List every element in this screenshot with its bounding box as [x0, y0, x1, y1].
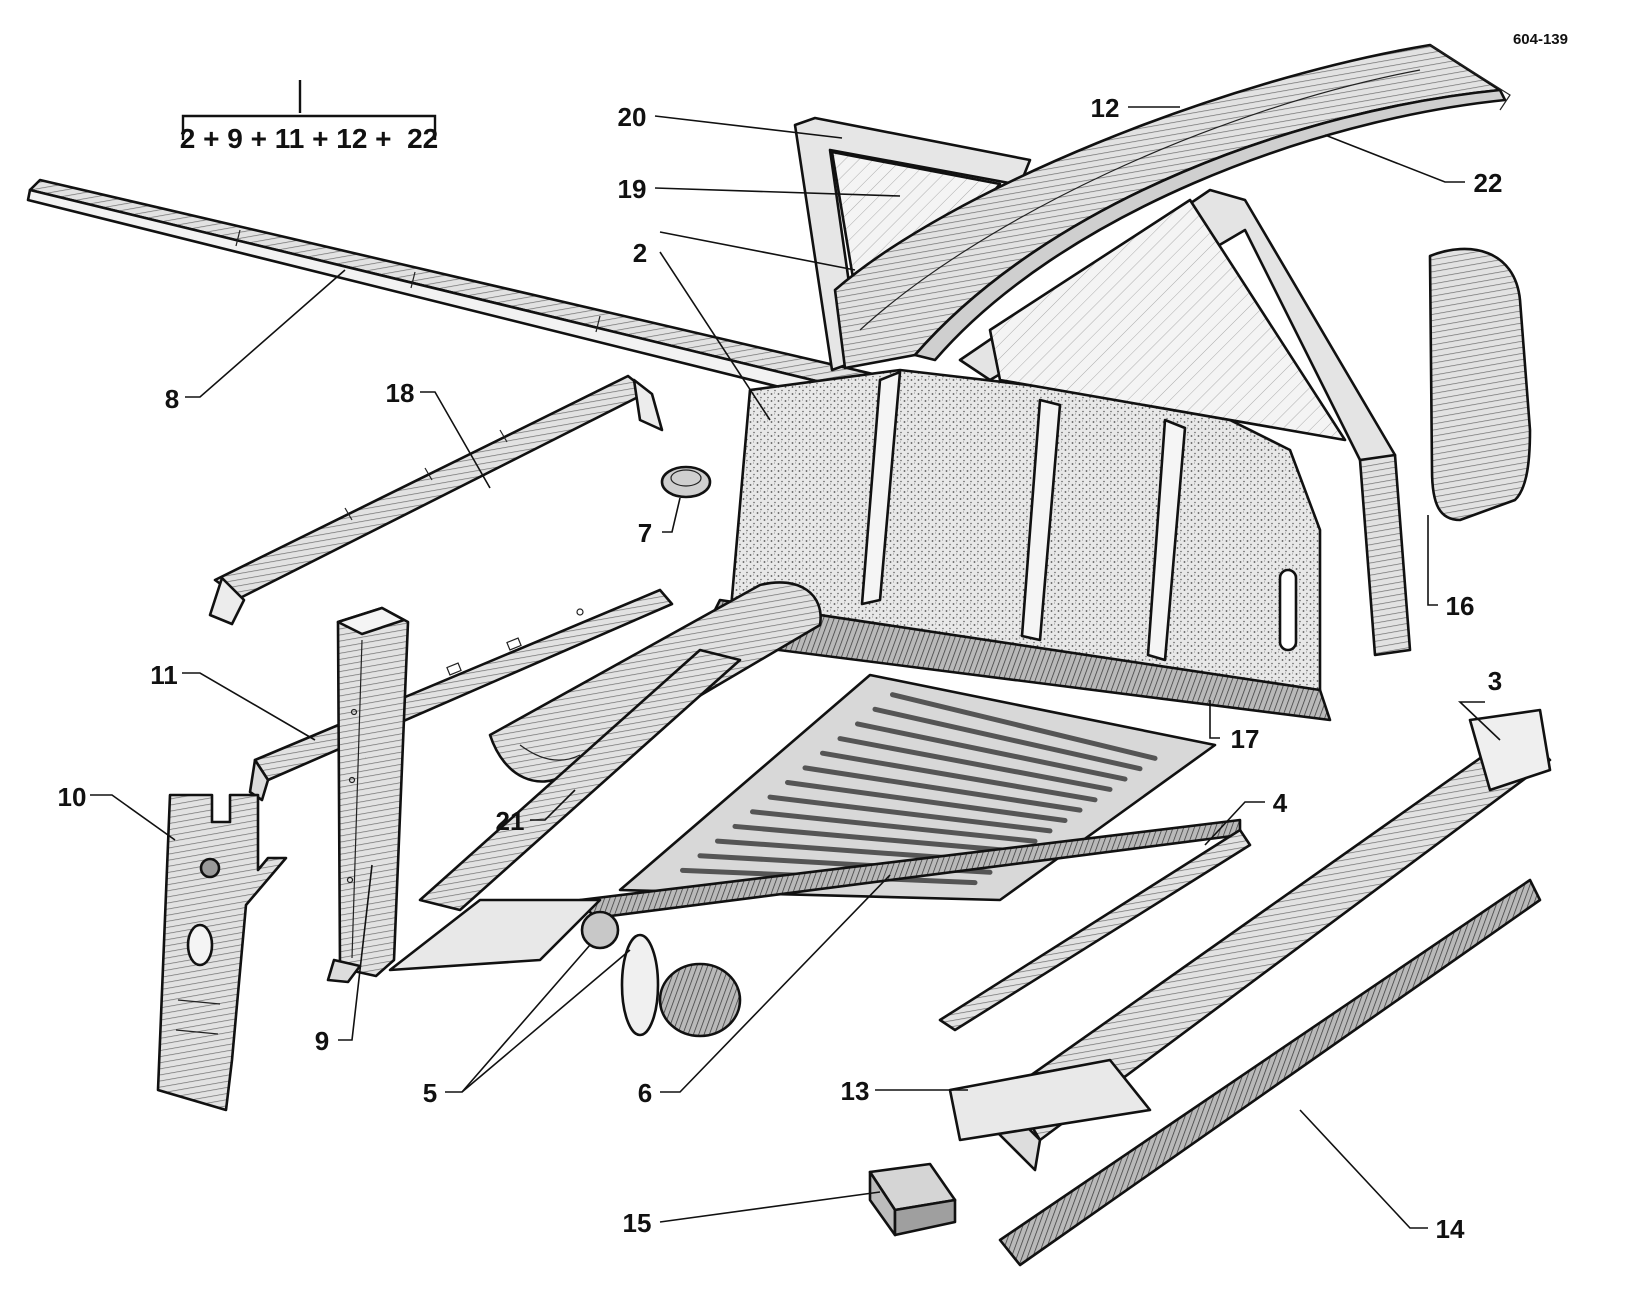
rear-floor-frame [388, 648, 1252, 1038]
part-15-plug [868, 1162, 957, 1237]
callout-4: 4 [1273, 788, 1288, 818]
callout-16: 16 [1446, 591, 1475, 621]
group-formula: 2 + 9 + 11 + 12 + 22 [180, 123, 438, 154]
callout-9: 9 [315, 1026, 329, 1056]
part-13-sill-end [948, 1058, 1152, 1142]
callout-8: 8 [165, 384, 179, 414]
floor-pan-rib [872, 706, 1143, 772]
callout-6: 6 [638, 1078, 652, 1108]
part-21-tunnel-cover [488, 581, 822, 783]
callout-7: 7 [638, 518, 652, 548]
part-3-side-sill [948, 708, 1552, 1172]
part-side-quarter-glass [958, 188, 1412, 657]
figure-reference-code: 604-139 [1513, 31, 1568, 48]
part-9-pillar [326, 606, 410, 984]
part-7-grommet-center [670, 469, 702, 487]
part-7-grommet [660, 465, 712, 499]
callout-19: 19 [618, 174, 647, 204]
callout-20: 20 [618, 102, 647, 132]
part-8-rail [26, 178, 892, 412]
floor-pan-rib [785, 780, 1068, 823]
floor-pan-rib [837, 736, 1113, 792]
floor-pan-rib [802, 765, 1083, 813]
callout-3: 3 [1488, 666, 1502, 696]
part-16-trim-panel [1428, 247, 1532, 522]
floor-pan-rib [767, 794, 1053, 834]
group-bracket-bar [181, 114, 437, 140]
group-bracket: 1 2 + 9 + 11 + 12 + 22 [180, 80, 438, 154]
callout-13: 13 [841, 1076, 870, 1106]
callout-21: 21 [496, 806, 525, 836]
callout-14: 14 [1436, 1214, 1465, 1244]
floor-pan-rib [890, 692, 1158, 761]
callout-2: 2 [633, 238, 647, 268]
part-22-roof-rail [913, 88, 1507, 362]
floor-pan-rib [750, 809, 1038, 844]
part-10-bracket-panel [156, 793, 288, 1112]
part-14-sill-cover [998, 878, 1542, 1267]
part-12-roof [833, 43, 1511, 370]
callout-11: 11 [150, 660, 178, 690]
callout-22: 22 [1474, 168, 1503, 198]
callout-15: 15 [623, 1208, 652, 1238]
callout-12: 12 [1091, 93, 1120, 123]
leader-lines [90, 106, 1501, 1229]
callout-17: 17 [1231, 724, 1260, 754]
part-2-rear-panel [698, 368, 1332, 722]
callout-18: 18 [386, 378, 415, 408]
callout-labels: 2 3 4 5 6 7 8 9 10 11 12 13 14 15 16 17 … [58, 93, 1503, 1244]
part-18-cross-member [208, 374, 664, 626]
callout-5: 5 [423, 1078, 437, 1108]
callout-10: 10 [58, 782, 87, 812]
floor-pan-rib [855, 721, 1128, 782]
floor-pan-rib [732, 823, 1023, 855]
floor-pan-rib [820, 750, 1098, 803]
